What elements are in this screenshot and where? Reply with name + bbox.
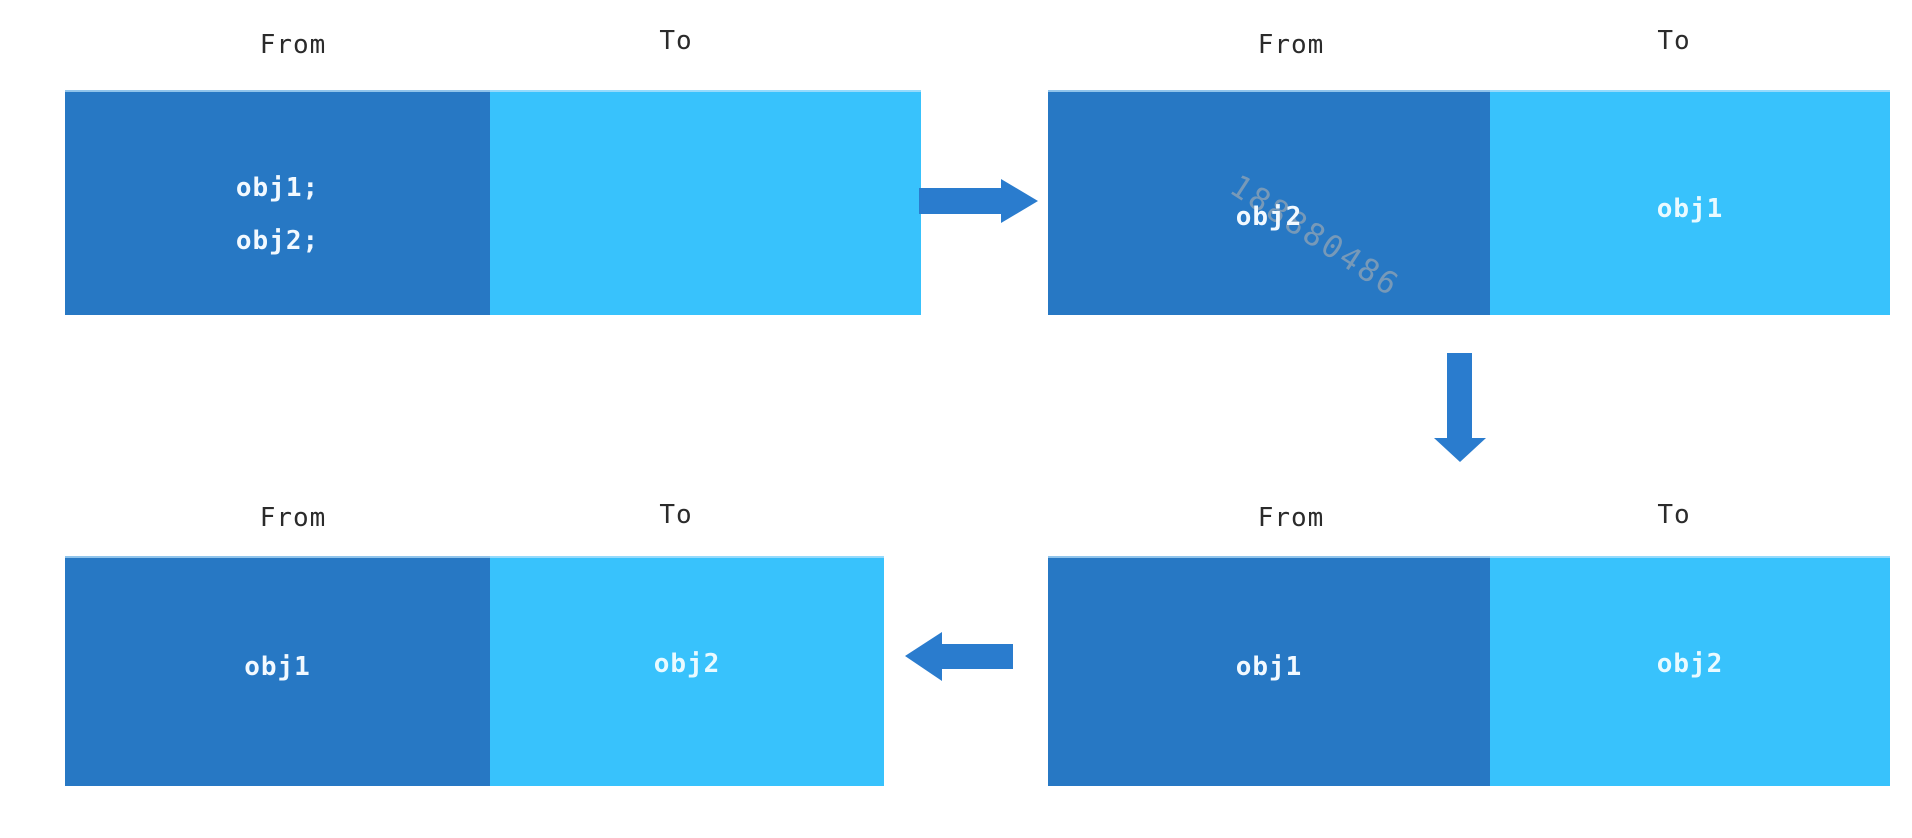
from-space-box: obj1; obj2;	[65, 90, 490, 315]
arrow-shaft	[919, 188, 1001, 214]
to-space-box: obj2	[1490, 556, 1890, 786]
object-label: obj1	[244, 652, 311, 682]
arrow-head	[1001, 179, 1038, 223]
down-arrow-icon	[1434, 353, 1486, 462]
from-space-box: obj1	[1048, 556, 1490, 786]
object-label: obj2	[1656, 649, 1724, 679]
object-label: obj2	[653, 649, 721, 679]
to-space-box: obj2	[490, 556, 884, 786]
to-space-box: obj1	[1490, 90, 1890, 315]
to-space-label: To	[659, 26, 693, 56]
object-label: obj1;	[235, 173, 320, 203]
object-label: obj1	[1235, 652, 1303, 682]
to-space-box	[490, 90, 921, 315]
from-space-label: From	[1257, 30, 1325, 60]
to-space-label: To	[1657, 26, 1691, 56]
from-space-label: From	[259, 503, 327, 533]
right-arrow-icon	[919, 179, 1038, 223]
from-space-label: From	[259, 30, 327, 60]
to-space-label: To	[1657, 500, 1691, 530]
object-label: obj2;	[235, 226, 320, 256]
object-label: obj1	[1656, 194, 1724, 224]
object-label: obj2	[1235, 202, 1303, 232]
from-space-box: obj2	[1048, 90, 1490, 315]
left-arrow-icon	[905, 632, 1013, 681]
arrow-head	[1434, 438, 1486, 462]
arrow-head	[905, 632, 942, 681]
from-space-label: From	[1257, 503, 1325, 533]
arrow-shaft	[942, 644, 1013, 669]
arrow-shaft	[1447, 353, 1472, 438]
to-space-label: To	[659, 500, 693, 530]
from-space-box: obj1	[65, 556, 490, 786]
